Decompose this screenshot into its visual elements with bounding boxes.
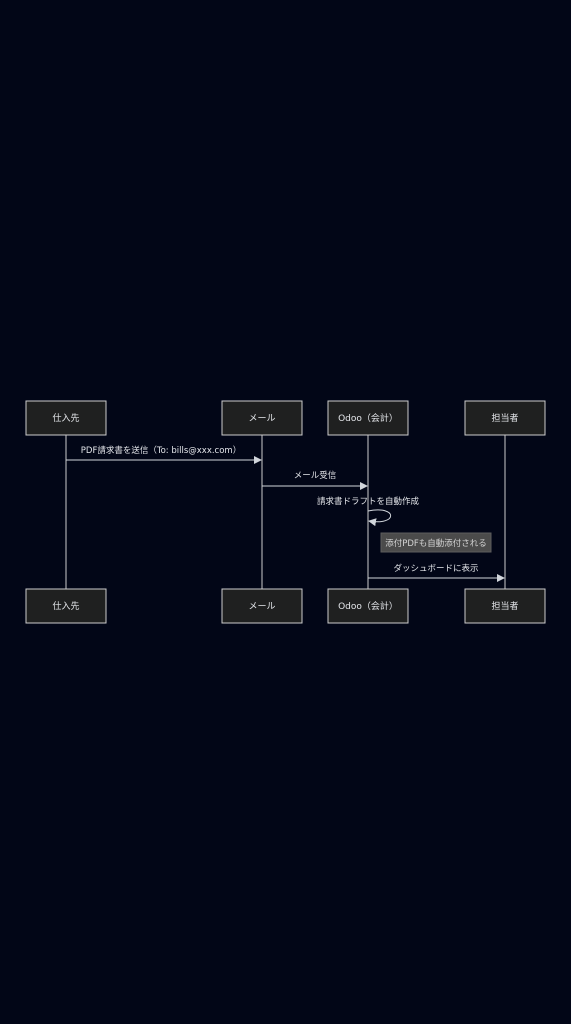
self-message-arrow xyxy=(367,509,392,527)
actor-label: 仕入先 xyxy=(52,412,79,424)
message-label: 請求書ドラフトを自動作成 xyxy=(317,496,420,507)
note-pdf-attached: 添付PDFも自動添付される xyxy=(380,532,492,553)
actor-bottom-odoo: Odoo（会計） xyxy=(327,588,409,624)
actor-label: 仕入先 xyxy=(52,600,79,612)
actor-label: メール xyxy=(248,414,275,424)
actor-label: 担当者 xyxy=(491,412,518,424)
note-label: 添付PDFも自動添付される xyxy=(385,538,487,549)
actor-bottom-staff: 担当者 xyxy=(464,588,546,624)
actor-label: 担当者 xyxy=(491,600,518,612)
message-send-invoice: PDF請求書を送信（To: bills@xxx.com） xyxy=(66,445,262,464)
message-show-dashboard: ダッシュボードに表示 xyxy=(368,563,505,582)
actor-top-mail: メール xyxy=(221,400,303,436)
actor-label: Odoo（会計） xyxy=(338,600,398,612)
actor-top-staff: 担当者 xyxy=(464,400,546,436)
message-label: PDF請求書を送信（To: bills@xxx.com） xyxy=(81,445,241,456)
actor-top-supplier: 仕入先 xyxy=(25,400,107,436)
message-auto-create-draft: 請求書ドラフトを自動作成 xyxy=(317,496,420,527)
actor-label: Odoo（会計） xyxy=(338,412,398,424)
actor-top-odoo: Odoo（会計） xyxy=(327,400,409,436)
actor-label: メール xyxy=(248,602,275,612)
message-label: メール受信 xyxy=(294,470,337,481)
message-label: ダッシュボードに表示 xyxy=(393,563,478,574)
actor-bottom-mail: メール xyxy=(221,588,303,624)
message-mail-received: メール受信 xyxy=(262,470,368,490)
actor-bottom-supplier: 仕入先 xyxy=(25,588,107,624)
